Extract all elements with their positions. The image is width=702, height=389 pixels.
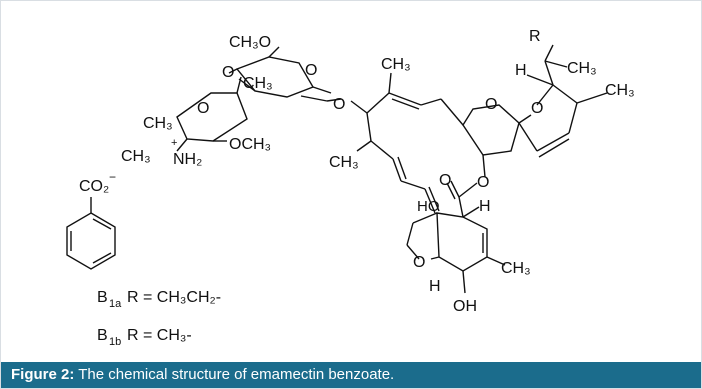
co2-label: CO₂ [79, 178, 109, 195]
plus-charge-label: + [171, 137, 177, 149]
figure-caption: Figure 2: The chemical structure of emam… [1, 362, 701, 388]
furan-oxygen-label: O [413, 254, 425, 271]
co2-charge-label: − [109, 170, 116, 184]
b1a-equation: R = CH₃CH₂- [127, 289, 221, 306]
caption-text: The chemical structure of emamectin benz… [74, 366, 395, 383]
furan-spiro-oxygen-label: O [531, 100, 543, 117]
b1b-equation: R = CH₃- [127, 327, 192, 344]
ch3-sugar-upper-label: CH₃ [243, 75, 273, 92]
ch3-side-label: CH₃ [567, 60, 597, 77]
ch3-diene-label: CH₃ [381, 56, 411, 73]
ch3-amine-label: CH₃ [121, 148, 151, 165]
oleandrosamine-ring-lower [176, 76, 248, 152]
nh2-label: NH₂ [173, 151, 202, 168]
r-group-label: R [529, 28, 541, 45]
b1a-label: B [97, 289, 108, 306]
ch3-ring-right-label: CH₃ [605, 82, 635, 99]
ring-oxygen-label: O [222, 64, 234, 81]
b1b-subscript: 1b [109, 336, 121, 348]
oleandrose-ring-upper [228, 46, 332, 102]
ch3-lower-label: CH₃ [501, 260, 531, 277]
pyran-oxygen-label: O [485, 96, 497, 113]
ho-label: HO [417, 198, 440, 215]
ring-oxygen-label: O [305, 62, 317, 79]
och3-label: OCH₃ [229, 136, 271, 153]
h-upper-label: H [479, 198, 491, 215]
chemical-structure-diagram: CH₃O O CH₃ O O O CH₃ CH₃ NH₂ + OCH₃ [66, 28, 635, 348]
b1b-label: B [97, 327, 108, 344]
oh-label: OH [453, 298, 477, 315]
hexahydrobenzofuran-rings [406, 180, 506, 294]
benzoate-ring [66, 197, 116, 270]
ch3-chain-label: CH₃ [329, 154, 359, 171]
b1a-subscript: 1a [109, 298, 122, 310]
ch3-sugar-lower-label: CH₃ [143, 115, 173, 132]
spiroketal-rings [462, 44, 608, 178]
glycosidic-oxygen-label: O [333, 96, 345, 113]
macrolide-chain [350, 72, 464, 214]
carbonyl-oxygen-label: O [439, 172, 451, 189]
ring-oxygen-label: O [197, 100, 209, 117]
ch3o-top-label: CH₃O [229, 34, 271, 51]
h-lower-label: H [429, 278, 441, 295]
caption-label: Figure 2: [11, 366, 75, 383]
ester-oxygen-label: O [477, 174, 489, 191]
h-spiro-label: H [515, 62, 527, 79]
